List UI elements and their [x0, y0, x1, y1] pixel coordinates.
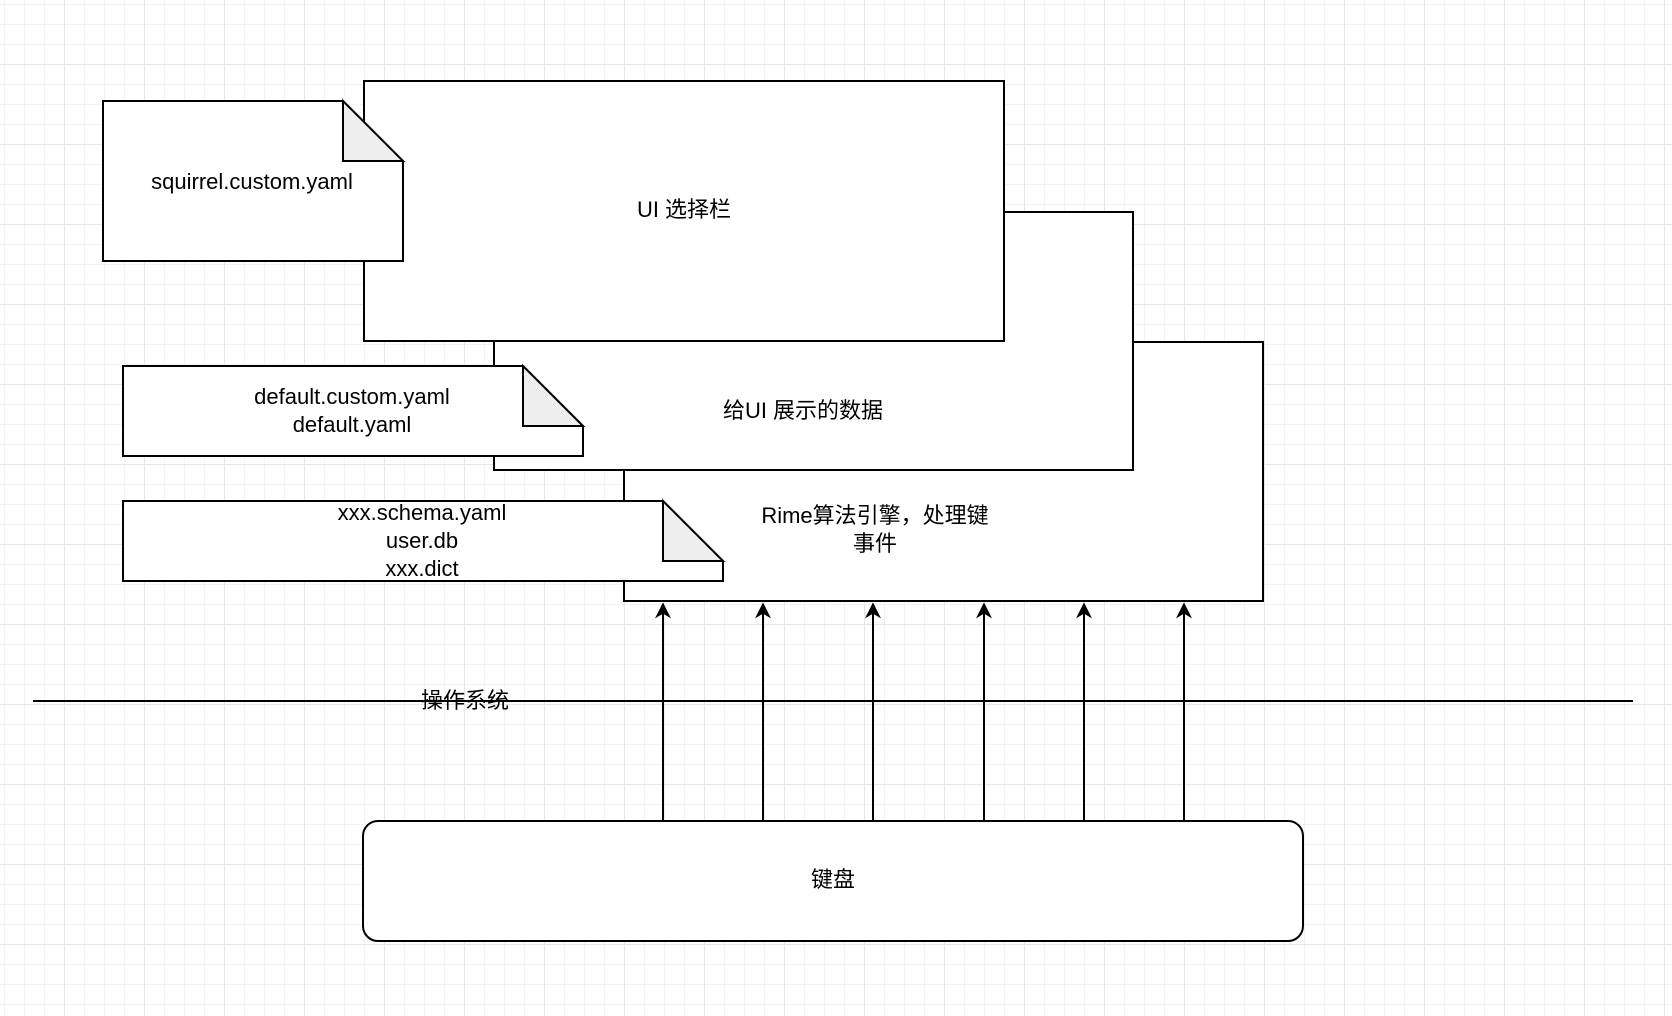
squirrel-file-shape: [102, 98, 406, 262]
schema-file-label: xxx.schema.yaml user.db xxx.dict: [338, 500, 507, 581]
default-file-shape: [122, 363, 586, 457]
default-file-label: default.custom.yaml default.yaml: [254, 384, 450, 437]
keyboard-arrows: [655, 602, 1192, 821]
file-name-line: default.custom.yaml: [254, 384, 450, 409]
file-name-line: squirrel.custom.yaml: [151, 169, 353, 194]
ui-bar-box: [363, 80, 1005, 342]
file-name-line: default.yaml: [293, 412, 412, 437]
keyboard-label: 键盘: [811, 867, 855, 892]
file-name-line: xxx.schema.yaml: [338, 500, 507, 525]
ui-bar-label: UI 选择栏: [636, 197, 732, 222]
os-label: 操作系统: [421, 688, 509, 713]
keyboard-box: [362, 820, 1304, 942]
squirrel-file-label: squirrel.custom.yaml: [151, 169, 353, 194]
ui-data-label: 给UI 展示的数据: [722, 398, 884, 423]
file-name-line: user.db: [386, 528, 458, 553]
schema-file-shape: [122, 498, 726, 582]
file-name-line: xxx.dict: [385, 556, 458, 581]
rime-engine-label: Rime算法引擎，处理键 事件: [761, 503, 989, 556]
